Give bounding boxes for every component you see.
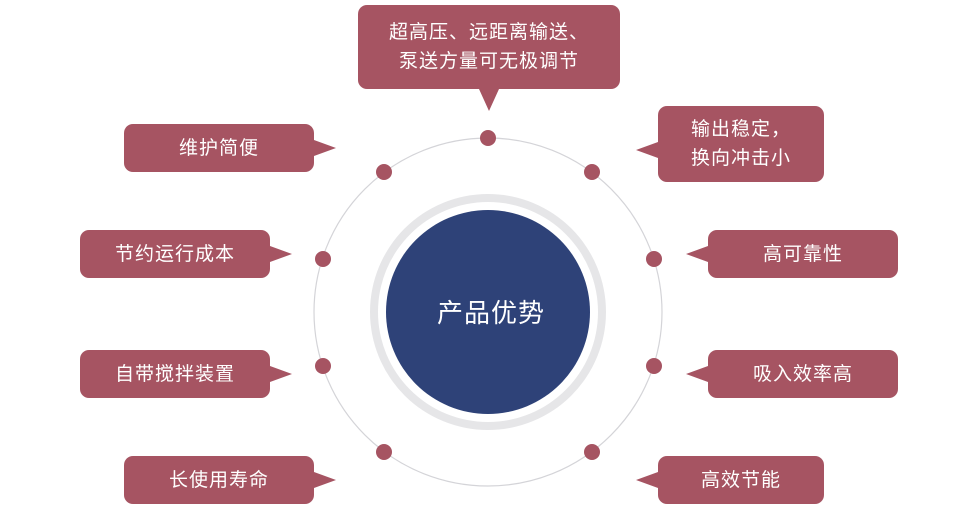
feature-bubble-left-3: 自带搅拌装置 [80,350,292,398]
feature-text-line: 高可靠性 [762,242,843,265]
feature-bubble-left-4: 长使用寿命 [124,456,336,504]
node-left-2 [315,251,331,267]
bubble-pointer [270,366,292,382]
feature-bubble-left-2: 节约运行成本 [80,230,292,278]
feature-text-line: 长使用寿命 [168,468,269,491]
bubble-pointer [686,366,708,382]
feature-text-line: 吸入效率高 [752,362,853,385]
bubble-pointer [636,472,658,488]
node-left-4 [376,444,392,460]
feature-text-line: 维护简便 [178,136,259,159]
feature-text-line: 输出稳定， [690,118,791,140]
node-right-2 [646,251,662,267]
node-left-3 [315,358,331,374]
feature-text-line: 高效节能 [700,468,781,491]
node-left-1 [376,164,392,180]
feature-text-line: 换向冲击小 [690,147,791,169]
bubble-pointer [479,89,499,111]
feature-bubble-right-4: 高效节能 [636,456,824,504]
center-circle [386,210,590,414]
bubble-pointer [270,246,292,262]
feature-bubble-left-1: 维护简便 [124,124,336,172]
center-label: 产品优势 [436,298,545,329]
feature-bubble-right-1: 输出稳定， 换向冲击小 [636,106,824,182]
node-right-3 [646,358,662,374]
bubble-pointer [636,142,658,158]
feature-text-line: 自带搅拌装置 [114,362,235,385]
orbit-nodes [315,130,662,460]
feature-text-line: 超高压、远距离输送、 [388,21,589,43]
feature-text-line: 节约运行成本 [114,242,235,265]
feature-bubble-right-3: 吸入效率高 [686,350,898,398]
node-right-1 [584,164,600,180]
node-top [480,130,496,146]
bubble-pointer [314,140,336,156]
node-right-4 [584,444,600,460]
feature-bubble-right-2: 高可靠性 [686,230,898,278]
bubble-pointer [314,472,336,488]
bubble-pointer [686,246,708,262]
feature-text-line: 泵送方量可无极调节 [398,50,579,72]
feature-bubble-top: 超高压、远距离输送、 泵送方量可无极调节 [358,5,620,111]
